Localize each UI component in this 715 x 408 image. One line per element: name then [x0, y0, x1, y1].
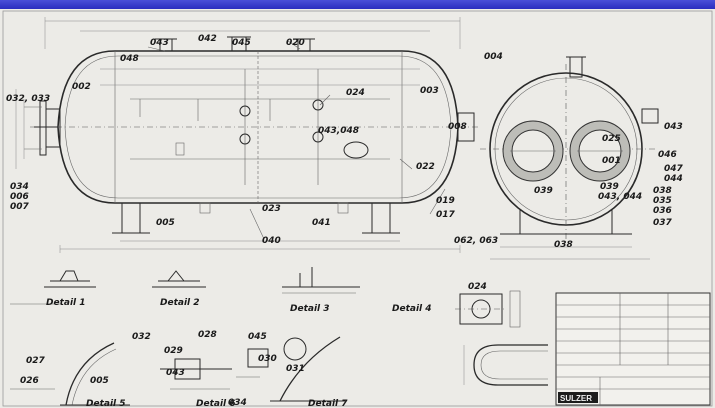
tag-032-033: 032, 033	[6, 94, 50, 104]
tag-005: 005	[156, 218, 175, 228]
tag-043-044: 043, 044	[598, 192, 642, 202]
tag-039b: 039	[600, 182, 619, 192]
vessel-end-view	[480, 56, 659, 260]
tag-005b: 005	[90, 376, 109, 386]
detail-2-label: Detail 2	[160, 298, 200, 308]
tag-003: 003	[420, 86, 439, 96]
tag-027: 027	[26, 356, 46, 366]
tag-001: 001	[602, 156, 621, 166]
sheet-border	[2, 10, 713, 407]
detail-3-label: Detail 3	[290, 304, 330, 314]
tag-063: 043	[664, 122, 683, 132]
tag-024b: 024	[468, 282, 487, 292]
tag-029: 029	[164, 346, 183, 356]
tag-023: 023	[262, 204, 281, 214]
tag-043-048: 043,048	[318, 126, 359, 136]
tag-008: 008	[448, 122, 467, 132]
tag-037: 037	[653, 218, 673, 228]
tag-007: 007	[10, 202, 30, 212]
tag-062-063: 062, 063	[454, 236, 498, 246]
tag-034: 034	[10, 182, 29, 192]
tag-019: 019	[436, 196, 455, 206]
tag-044: 044	[664, 174, 683, 184]
tag-039: 039	[534, 186, 553, 196]
tag-045b: 045	[248, 332, 267, 342]
tag-006: 006	[10, 192, 29, 202]
tag-043b: 043	[166, 368, 185, 378]
tag-038b: 038	[554, 240, 573, 250]
title-block	[555, 292, 711, 406]
tag-022: 022	[416, 162, 435, 172]
tag-017: 017	[436, 210, 456, 220]
tag-004: 004	[484, 52, 503, 62]
tag-043: 043	[150, 38, 169, 48]
tag-024: 024	[346, 88, 365, 98]
tag-030: 030	[258, 354, 277, 364]
tag-045: 045	[232, 38, 251, 48]
tag-038: 038	[653, 186, 672, 196]
tag-035: 035	[653, 196, 672, 206]
tag-047: 047	[664, 164, 684, 174]
detail-7-label: Detail 7	[308, 399, 348, 408]
tag-042: 042	[198, 34, 217, 44]
tag-046: 046	[658, 150, 677, 160]
drawing-sheet: 004 048 043 042 045 020 032, 033 002 024…	[0, 9, 715, 408]
detail-4-label: Detail 4	[392, 304, 432, 314]
tag-020: 020	[286, 38, 305, 48]
vessel-side-view	[15, 17, 480, 253]
tag-048: 048	[120, 54, 139, 64]
tag-041: 041	[312, 218, 331, 228]
detail-views	[10, 267, 548, 406]
detail-5-label: Detail 5	[86, 399, 126, 408]
tag-026: 026	[20, 376, 39, 386]
tag-034b: 034	[228, 398, 247, 408]
tag-031: 031	[286, 364, 305, 374]
tag-025: 025	[602, 134, 621, 144]
title-block-company: SULZER	[560, 394, 592, 403]
detail-1-label: Detail 1	[46, 298, 86, 308]
tag-036: 036	[653, 206, 672, 216]
tag-028: 028	[198, 330, 217, 340]
detail-6-label: Detail 6	[196, 399, 236, 408]
tag-032b: 032	[132, 332, 151, 342]
tag-040: 040	[262, 236, 281, 246]
tag-002: 002	[72, 82, 91, 92]
engineering-drawing: 004 048 043 042 045 020 032, 033 002 024…	[2, 10, 713, 408]
